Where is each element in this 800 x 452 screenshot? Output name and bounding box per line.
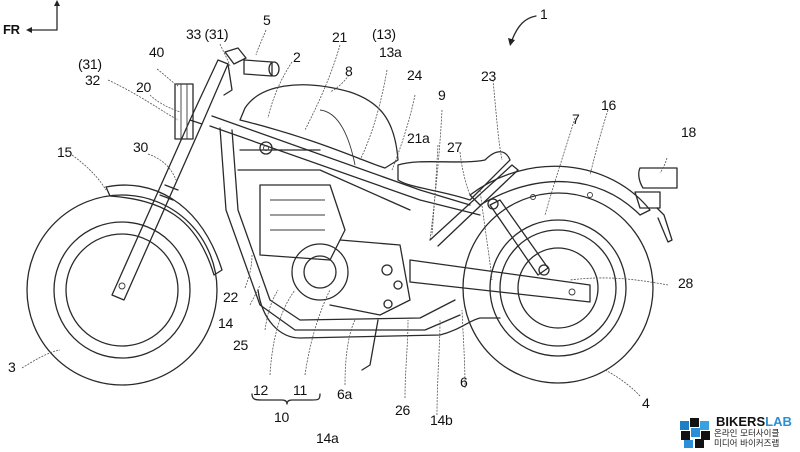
ref-label-32: 32 xyxy=(85,72,100,88)
ref-label-9: 9 xyxy=(438,87,446,103)
ref-label-6: 6 xyxy=(460,374,468,390)
ref-label-28: 28 xyxy=(678,275,693,291)
main-frame xyxy=(209,115,481,331)
ref-label-25: 25 xyxy=(233,337,248,353)
engine xyxy=(259,184,411,316)
ref-label-21: 21 xyxy=(332,29,347,45)
ref-label-5: 5 xyxy=(263,12,271,28)
ref-label-2: 2 xyxy=(293,49,301,65)
fuel-tank xyxy=(239,84,399,169)
ref-label-30: 30 xyxy=(133,139,148,155)
ref-label-31: (31) xyxy=(78,56,102,72)
ref-label-21a: 21a xyxy=(407,130,430,146)
bikerslab-watermark: BIKERSLAB 온라인 모터사이클 미디어 바이커즈랩 xyxy=(676,413,800,452)
ref-label-22: 22 xyxy=(223,289,238,305)
brand-name: BIKERSLAB xyxy=(716,415,792,428)
ref-label-40: 40 xyxy=(149,44,164,60)
group-brace-10 xyxy=(251,393,321,405)
ref-label-26: 26 xyxy=(395,402,410,418)
ref-label-27: 27 xyxy=(447,139,462,155)
ref-label-14b: 14b xyxy=(430,412,453,428)
ref-label-12: 12 xyxy=(253,382,268,398)
ref-label-16: 16 xyxy=(601,97,616,113)
front-wheel xyxy=(26,194,218,386)
ref-label-6a: 6a xyxy=(337,386,352,402)
rear-shock xyxy=(487,198,550,276)
ref-label-8: 8 xyxy=(345,63,353,79)
underguard xyxy=(257,289,501,339)
handlebar xyxy=(223,47,280,96)
tagline-line2: 미디어 바이커즈랩 xyxy=(714,439,780,449)
ref-label-10: 10 xyxy=(274,409,289,425)
front-fender xyxy=(105,184,223,276)
ref-label-15: 15 xyxy=(57,144,72,160)
ref-label-1: 1 xyxy=(540,6,548,22)
ref-label-20: 20 xyxy=(136,79,151,95)
ref-label-11: 11 xyxy=(293,382,307,398)
headlight xyxy=(174,83,194,140)
ref-label-23: 23 xyxy=(481,68,496,84)
swingarm xyxy=(409,259,591,303)
direction-arrow-icon xyxy=(26,0,60,33)
ref-label-18: 18 xyxy=(681,124,696,140)
side-stand xyxy=(361,319,379,371)
cube-logo-icon xyxy=(680,418,710,448)
ref-label-4: 4 xyxy=(642,395,650,411)
ref-label-14: 14 xyxy=(218,315,233,331)
brand-secondary: LAB xyxy=(765,414,792,429)
ref-label-14a: 14a xyxy=(316,430,339,446)
brand-primary: BIKERS xyxy=(716,414,766,429)
tagline-line1: 온라인 모터사이클 xyxy=(714,429,780,439)
direction-label-fr: FR xyxy=(3,22,20,37)
ref-label-13a: 13a xyxy=(379,44,402,60)
ref-label-24: 24 xyxy=(407,67,422,83)
tail-light xyxy=(634,167,678,243)
overall-arrow-icon xyxy=(508,15,537,46)
ref-label-13: (13) xyxy=(372,26,396,42)
ref-label-33: 33 (31) xyxy=(186,26,229,42)
rear-fender xyxy=(469,165,651,216)
leader-lines xyxy=(21,29,669,416)
front-fork xyxy=(111,59,229,301)
rear-wheel xyxy=(462,192,654,384)
ref-label-7: 7 xyxy=(572,111,580,127)
rear-frame xyxy=(429,164,519,247)
ref-label-3: 3 xyxy=(8,359,16,375)
